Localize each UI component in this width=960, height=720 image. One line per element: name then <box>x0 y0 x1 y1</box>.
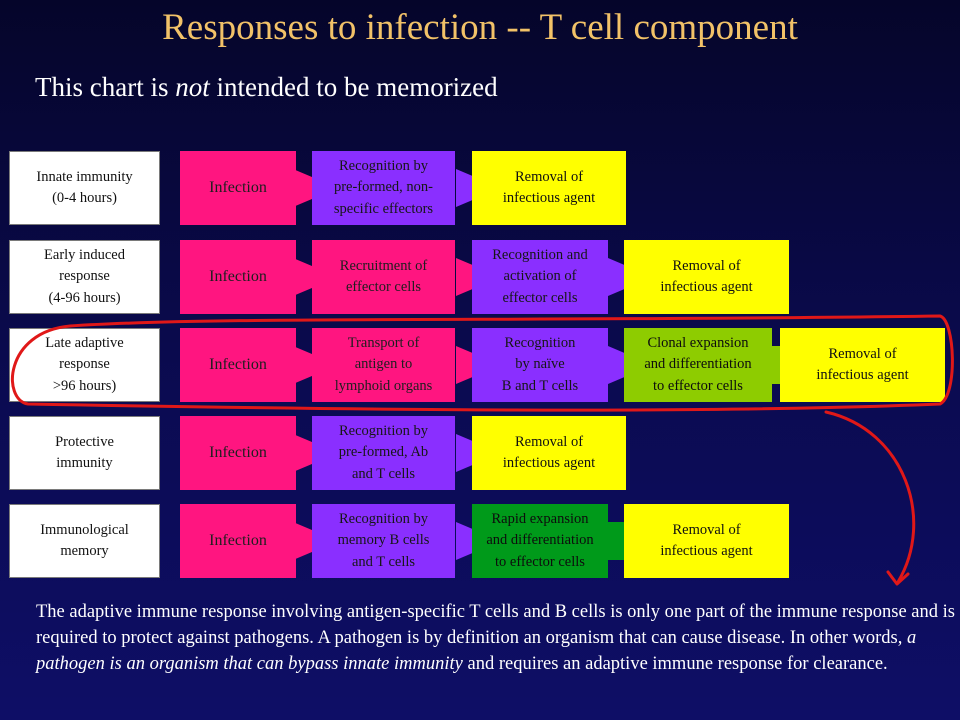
box-text: Recognition by pre-formed, Ab and T cell… <box>338 423 429 482</box>
step-box: Recognition by memory B cells and T cell… <box>312 504 455 578</box>
subtitle-emphasis: not <box>175 72 210 102</box>
infection-box: Infection <box>180 328 296 402</box>
row-immunological-memory: Immunological memory Infection Recogniti… <box>0 504 960 580</box>
box-text: Late adaptive response >96 hours) <box>45 335 124 394</box>
highlight-ellipse <box>10 314 954 412</box>
subtitle: This chart is not intended to be memoriz… <box>35 72 498 103</box>
step-box: Recognition by naïve B and T cells <box>472 328 608 402</box>
box-text: Removal of infectious agent <box>502 433 596 471</box>
box-text: Transport of antigen to lymphoid organs <box>334 335 433 394</box>
box-text: Removal of infectious agent <box>660 257 753 295</box>
row-label: Late adaptive response >96 hours) <box>9 328 160 402</box>
paragraph-text-2: and requires an adaptive immune response… <box>462 654 888 674</box>
row-label: Innate immunity (0-4 hours) <box>9 151 160 225</box>
step-box: Recognition and activation of effector c… <box>472 240 608 314</box>
step-box: Recognition by pre-formed, non- specific… <box>312 151 455 225</box>
infection-box: Infection <box>180 240 296 314</box>
paragraph-emphasis: a pathogen is an organism that can bypas… <box>36 628 917 674</box>
step-box: Rapid expansion and differentiation to e… <box>472 504 608 578</box>
explanation-paragraph: The adaptive immune response involving a… <box>36 599 956 677</box>
row-protective-immunity: Protective immunity Infection Recognitio… <box>0 416 960 492</box>
box-text: Recognition and activation of effector c… <box>492 247 588 306</box>
step-box: Recruitment of effector cells <box>312 240 455 314</box>
row-innate-immunity: Innate immunity (0-4 hours) Infection Re… <box>0 151 960 227</box>
box-text: Early induced response (4-96 hours) <box>44 247 125 306</box>
highlight-arrow-line <box>824 410 916 584</box>
subtitle-end: intended to be memorized <box>209 72 498 102</box>
box-text: Removal of infectious agent <box>502 168 596 206</box>
row-early-induced-response: Early induced response (4-96 hours) Infe… <box>0 240 960 316</box>
removal-box: Removal of infectious agent <box>472 151 626 225</box>
removal-box: Removal of infectious agent <box>624 504 789 578</box>
box-text: Recruitment of effector cells <box>339 257 428 295</box>
page-title: Responses to infection -- T cell compone… <box>162 7 798 48</box>
box-text: Innate immunity (0-4 hours) <box>36 168 133 206</box>
removal-box: Removal of infectious agent <box>780 328 945 402</box>
row-label: Immunological memory <box>9 504 160 578</box>
row-label: Protective immunity <box>9 416 160 490</box>
box-text: Recognition by pre-formed, non- specific… <box>333 158 434 217</box>
row-label: Early induced response (4-96 hours) <box>9 240 160 314</box>
infection-box: Infection <box>180 504 296 578</box>
row-late-adaptive-response: Late adaptive response >96 hours) Infect… <box>0 328 960 404</box>
highlight-arrow-head <box>886 570 910 586</box>
box-text: Rapid expansion and differentiation to e… <box>486 511 594 570</box>
step-box: Clonal expansion and differentiation to … <box>624 328 772 402</box>
paragraph-text-1: The adaptive immune response involving a… <box>36 602 955 648</box>
infection-box: Infection <box>180 416 296 490</box>
removal-box: Removal of infectious agent <box>472 416 626 490</box>
box-text: Removal of infectious agent <box>660 521 753 559</box>
step-box: Recognition by pre-formed, Ab and T cell… <box>312 416 455 490</box>
step-box: Transport of antigen to lymphoid organs <box>312 328 455 402</box>
box-text: Recognition by memory B cells and T cell… <box>337 511 430 570</box>
box-text: Removal of infectious agent <box>816 345 909 383</box>
box-text: Clonal expansion and differentiation to … <box>644 335 752 394</box>
subtitle-start: This chart is <box>35 72 176 102</box>
infection-box: Infection <box>180 151 296 225</box>
box-text: Recognition by naïve B and T cells <box>501 335 579 394</box>
box-text: Protective immunity <box>55 433 114 471</box>
removal-box: Removal of infectious agent <box>624 240 789 314</box>
box-text: Immunological memory <box>40 521 129 559</box>
